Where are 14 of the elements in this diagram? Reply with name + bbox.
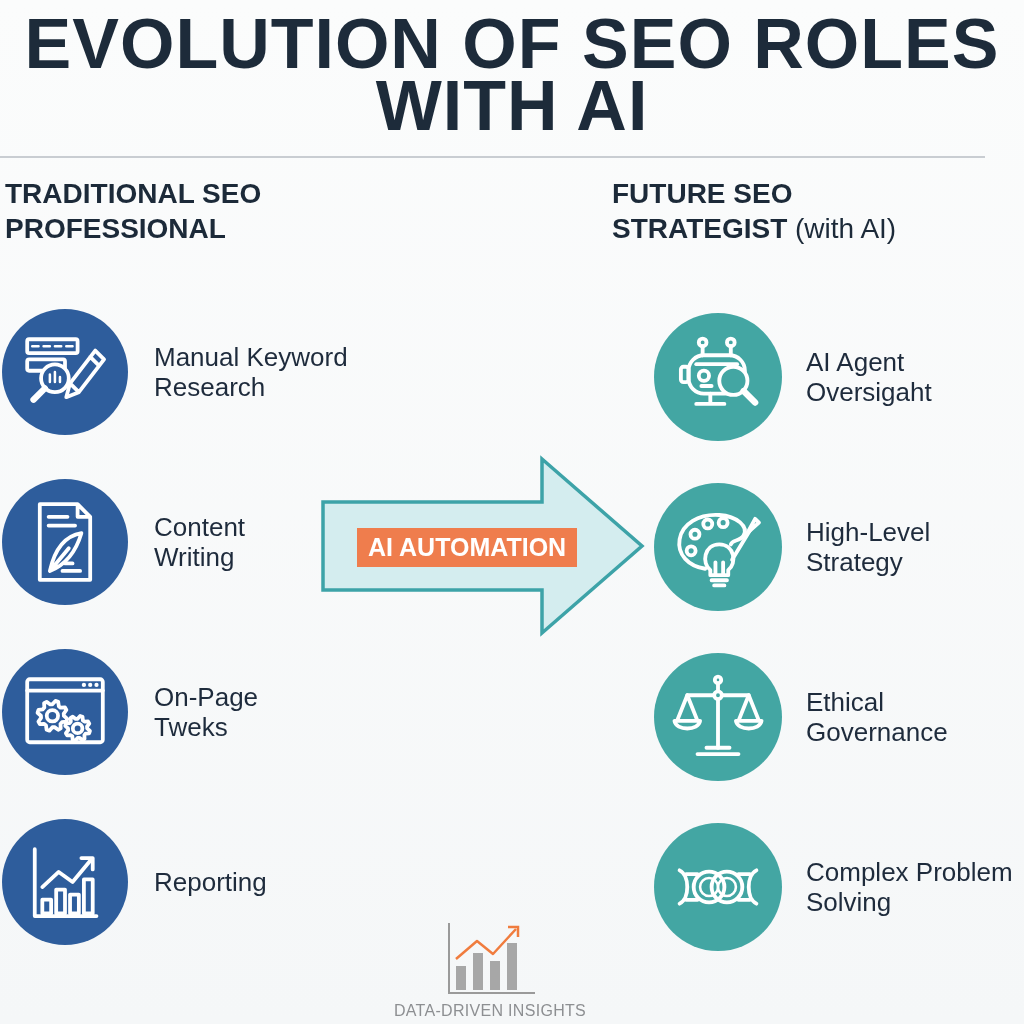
role-label: On-Page Tweks (154, 682, 260, 742)
role-label: Manual Keyword Research (154, 342, 349, 402)
role-label: Reporting (154, 867, 267, 897)
role-label: High-Level Strategy (806, 517, 932, 577)
block-arrow (320, 455, 646, 637)
title: EVOLUTION OF SEO ROLES WITH AI (23, 13, 1001, 137)
footer-caption: DATA-DRIVEN INSIGHTS (393, 1002, 587, 1020)
role-label: Complex Problem Solving (806, 857, 1014, 917)
role-label: Content Writing (154, 512, 247, 572)
automation-tag: AI AUTOMATION (357, 528, 578, 567)
role-label: AI Agent Oversigaht (806, 347, 933, 407)
column-heading: TRADITIONAL SEO PROFESSIONAL (5, 177, 263, 246)
role-label: Ethical Governance (806, 687, 949, 747)
column-heading: FUTURE SEO STRATEGIST (with AI) (612, 177, 898, 246)
